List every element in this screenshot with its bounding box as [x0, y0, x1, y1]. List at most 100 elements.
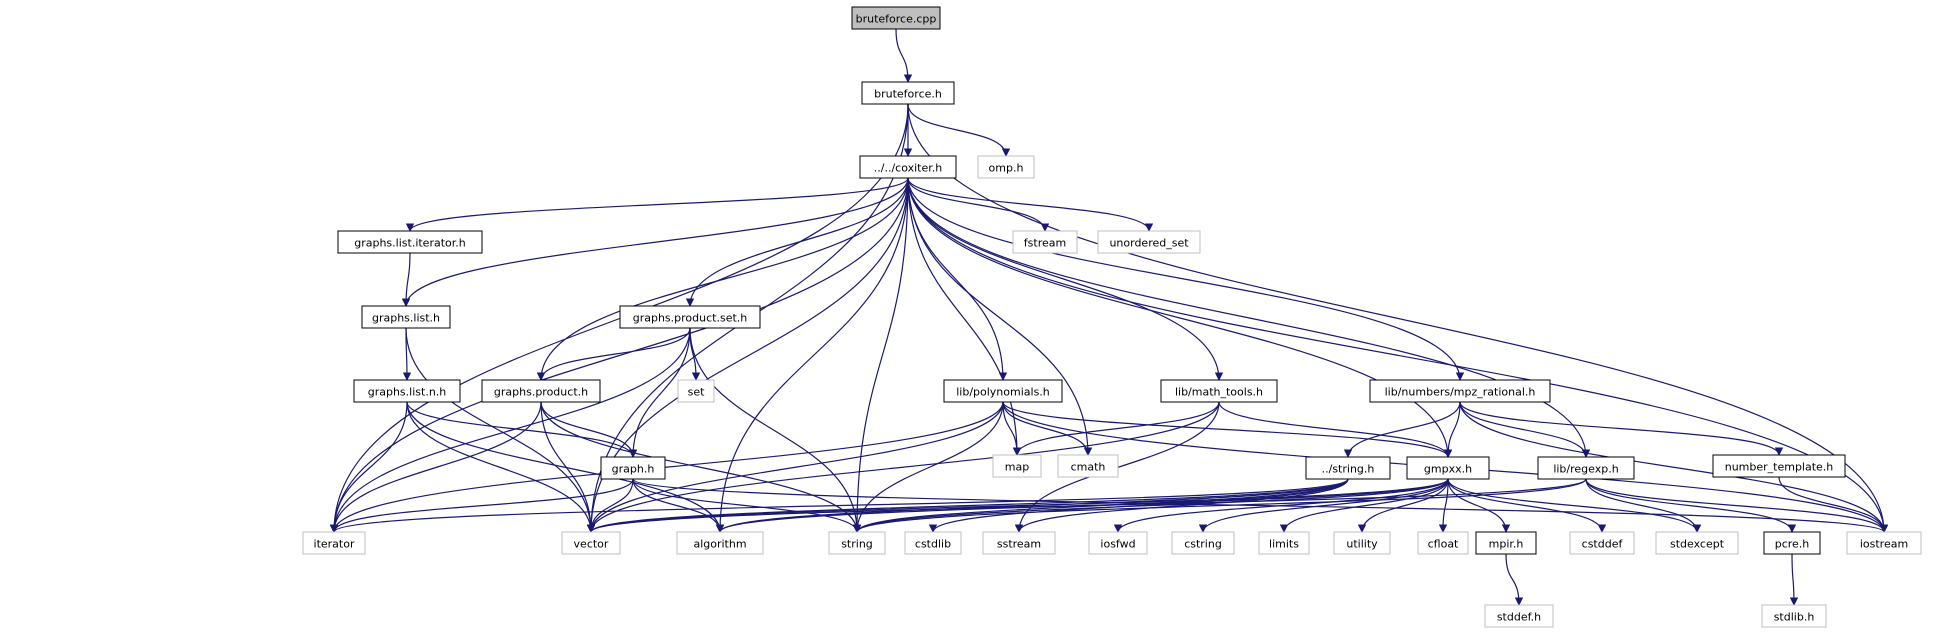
node-label: string — [841, 538, 873, 551]
edge-lib_regexp_h-to-pcre_h — [1585, 478, 1797, 533]
node-coxiter-h[interactable]: ../../coxiter.h — [859, 155, 957, 179]
node-sstream[interactable]: sstream — [982, 531, 1056, 555]
node-stdlib-h[interactable]: stdlib.h — [1761, 604, 1827, 628]
node-iostream[interactable]: iostream — [1846, 531, 1922, 555]
node-box — [1171, 531, 1235, 555]
node-lib-mpz-rational-h[interactable]: lib/numbers/mpz_rational.h — [1369, 379, 1551, 403]
node-number-template-h[interactable]: number_template.h — [1712, 454, 1846, 478]
edge-lib_regexp_h-to-vector — [587, 478, 1587, 533]
node-label: utility — [1346, 538, 1378, 551]
node-gmpxx-h[interactable]: gmpxx.h — [1406, 456, 1490, 480]
node-box — [677, 379, 715, 403]
node-bruteforce-cpp[interactable]: bruteforce.cpp — [851, 6, 941, 30]
node-label: cfloat — [1428, 538, 1459, 551]
node-box — [1258, 531, 1310, 555]
node-string-h[interactable]: ../string.h — [1305, 456, 1391, 480]
node-utility[interactable]: utility — [1333, 531, 1391, 555]
node-fstream[interactable]: fstream — [1012, 230, 1078, 254]
node-bruteforce-h[interactable]: bruteforce.h — [861, 81, 955, 105]
node-label: graph.h — [612, 463, 655, 476]
node-box — [1333, 531, 1391, 555]
node-string[interactable]: string — [828, 531, 886, 555]
node-set[interactable]: set — [677, 379, 715, 403]
node-label: lib/numbers/mpz_rational.h — [1385, 386, 1536, 399]
edge-bruteforce_h-to-iostream — [907, 103, 1889, 533]
edge-lib_regexp_h-to-string — [852, 478, 1587, 533]
node-lib-polynomials-h[interactable]: lib/polynomials.h — [943, 379, 1063, 403]
node-cstddef[interactable]: cstddef — [1569, 531, 1635, 555]
node-mpir-h[interactable]: mpir.h — [1475, 531, 1537, 555]
node-graphs-list-n-h[interactable]: graphs.list.n.h — [353, 379, 461, 403]
edge-graphs_list_n_h-to-iterator — [329, 401, 408, 533]
node-box — [904, 531, 962, 555]
edge-lib_mpz_rational_h-to-string_h — [1343, 401, 1461, 458]
edge-gmpxx_h-to-cstddef — [1447, 478, 1607, 533]
node-label: cstring — [1184, 538, 1222, 551]
node-label: unordered_set — [1109, 237, 1189, 250]
node-graphs-list-iterator-h[interactable]: graphs.list.iterator.h — [337, 230, 483, 254]
node-label: cstdlib — [915, 538, 951, 551]
edge-coxiter_h-to-graphs_product_set_h — [685, 177, 909, 307]
node-algorithm[interactable]: algorithm — [676, 531, 764, 555]
edge-lib_mpz_rational_h-to-number_template_h — [1459, 401, 1784, 456]
edge-lib_polynomials_h-to-vector — [586, 401, 1004, 533]
node-pcre-h[interactable]: pcre.h — [1763, 531, 1821, 555]
edge-coxiter_h-to-lib_math_tools_h — [907, 177, 1224, 381]
node-label: graphs.list.iterator.h — [354, 237, 466, 250]
node-map[interactable]: map — [992, 454, 1042, 478]
node-label: lib/polynomials.h — [956, 386, 1050, 399]
node-graphs-product-set-h[interactable]: graphs.product.set.h — [619, 305, 761, 329]
node-label: limits — [1269, 538, 1299, 551]
node-graph-h[interactable]: graph.h — [600, 456, 666, 480]
edge-graphs_product_set_h-to-iterator — [329, 327, 691, 533]
node-box — [1475, 531, 1537, 555]
edge-gmpxx_h-to-iosfwd — [1113, 478, 1449, 533]
node-label: stdexcept — [1670, 538, 1725, 551]
node-cstring[interactable]: cstring — [1171, 531, 1235, 555]
node-box — [1369, 379, 1551, 403]
node-label: algorithm — [693, 538, 746, 551]
node-graphs-list-h[interactable]: graphs.list.h — [361, 305, 451, 329]
node-vector[interactable]: vector — [561, 531, 621, 555]
edge-coxiter_h-to-lib_polynomials_h — [907, 177, 1008, 381]
node-box — [302, 531, 366, 555]
edge-coxiter_h-to-cmath — [907, 177, 1093, 456]
node-lib-regexp-h[interactable]: lib/regexp.h — [1537, 456, 1635, 480]
edge-coxiter_h-to-lib_regexp_h — [907, 177, 1591, 458]
node-box — [1305, 456, 1391, 480]
node-label: cstddef — [1582, 538, 1624, 551]
node-graphs-product-h[interactable]: graphs.product.h — [481, 379, 601, 403]
edge-graphs_product_h-to-string — [540, 401, 862, 533]
edge-graphs_product_set_h-to-graphs_product_h — [536, 327, 691, 381]
edge-gmpxx_h-to-cstring — [1198, 478, 1449, 533]
edge-mpir_h-to-stddef_h — [1505, 553, 1524, 606]
node-label: fstream — [1024, 237, 1066, 250]
node-omp-h[interactable]: omp.h — [977, 155, 1035, 179]
node-label: pcre.h — [1775, 538, 1810, 551]
node-lib-math-tools-h[interactable]: lib/math_tools.h — [1160, 379, 1278, 403]
node-limits[interactable]: limits — [1258, 531, 1310, 555]
node-iterator[interactable]: iterator — [302, 531, 366, 555]
edge-lib_polynomials_h-to-iterator — [329, 401, 1004, 533]
edge-graphs_list_h-to-vector — [405, 327, 596, 533]
edge-graph_h-to-vector — [586, 478, 634, 533]
node-cmath[interactable]: cmath — [1057, 454, 1119, 478]
node-unordered-set[interactable]: unordered_set — [1097, 230, 1201, 254]
edge-graphs_list_n_h-to-vector — [406, 401, 596, 533]
node-cfloat[interactable]: cfloat — [1417, 531, 1469, 555]
node-label: graphs.list.n.h — [368, 386, 447, 399]
edge-coxiter_h-to-map — [907, 177, 1022, 456]
node-stdexcept[interactable]: stdexcept — [1655, 531, 1739, 555]
node-box — [859, 155, 957, 179]
edge-graph_h-to-iostream — [632, 478, 1888, 533]
node-box — [1012, 230, 1078, 254]
node-stddef-h[interactable]: stddef.h — [1484, 604, 1554, 628]
edge-bruteforce_cpp-to-bruteforce_h — [895, 28, 913, 83]
node-label: vector — [574, 538, 609, 551]
edge-lib_mpz_rational_h-to-lib_regexp_h — [1459, 401, 1591, 458]
node-label: cmath — [1071, 461, 1106, 474]
node-iosfwd[interactable]: iosfwd — [1088, 531, 1148, 555]
edge-lib_regexp_h-to-stdexcept — [1585, 478, 1702, 533]
node-cstdlib[interactable]: cstdlib — [904, 531, 962, 555]
